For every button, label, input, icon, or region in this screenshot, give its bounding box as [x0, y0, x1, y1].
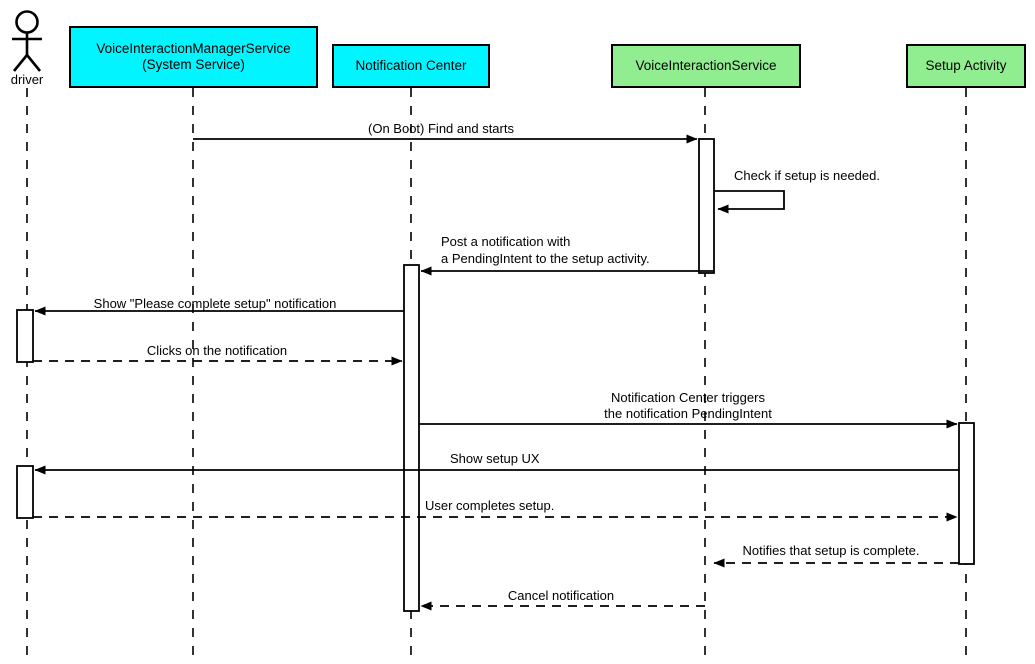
- message-label-clicks-on-the-notification: Clicks on the notification: [146, 343, 288, 358]
- message-label-post-a-notification-line2: a PendingIntent to the setup activity.: [441, 251, 650, 266]
- activation-driver-2: [16, 465, 34, 519]
- actor-label-driver: driver: [10, 72, 44, 87]
- participant-label-vims-line1: VoiceInteractionManagerService: [96, 41, 291, 57]
- message-label-user-completes-setup: User completes setup.: [425, 498, 555, 513]
- message-label-notifies-that-setup-is-complete: Notifies that setup is complete.: [742, 543, 920, 558]
- message-label-show-setup-ux: Show setup UX: [450, 451, 540, 466]
- participant-label-voiceinteractionservice: VoiceInteractionService: [635, 58, 777, 74]
- participant-box-notification-center[interactable]: Notification Center: [332, 44, 490, 88]
- message-label-notification-center-triggers-line1: Notification Center triggers: [611, 390, 765, 405]
- activation-notif: [403, 264, 420, 612]
- activation-bars: [16, 138, 975, 612]
- participant-label-setup-activity: Setup Activity: [925, 58, 1007, 74]
- participant-box-voiceinteractionservice[interactable]: VoiceInteractionService: [611, 44, 801, 88]
- message-label-cancel-notification: Cancel notification: [507, 588, 615, 603]
- message-label-post-a-notification-line1: Post a notification with: [441, 234, 571, 249]
- message-label-show-please-complete-setup-notification: Show "Please complete setup" notificatio…: [93, 296, 337, 311]
- participant-box-vims[interactable]: VoiceInteractionManagerService (System S…: [69, 26, 318, 88]
- actor-driver-icon: [12, 10, 42, 72]
- activation-setup: [958, 422, 975, 565]
- activation-vis: [698, 138, 715, 274]
- message-label-on-boot-find-and-starts: (On Boot) Find and starts: [368, 121, 514, 136]
- participant-label-notification-center: Notification Center: [355, 58, 467, 74]
- message-arrow-check-if-setup-is-needed: [714, 190, 785, 214]
- participant-box-setup-activity[interactable]: Setup Activity: [906, 44, 1026, 88]
- activation-driver-1: [16, 309, 34, 363]
- message-label-check-if-setup-is-needed: Check if setup is needed.: [734, 168, 880, 183]
- participant-label-vims-line2: (System Service): [142, 57, 245, 72]
- message-label-notification-center-triggers-line2: the notification PendingIntent: [604, 406, 772, 421]
